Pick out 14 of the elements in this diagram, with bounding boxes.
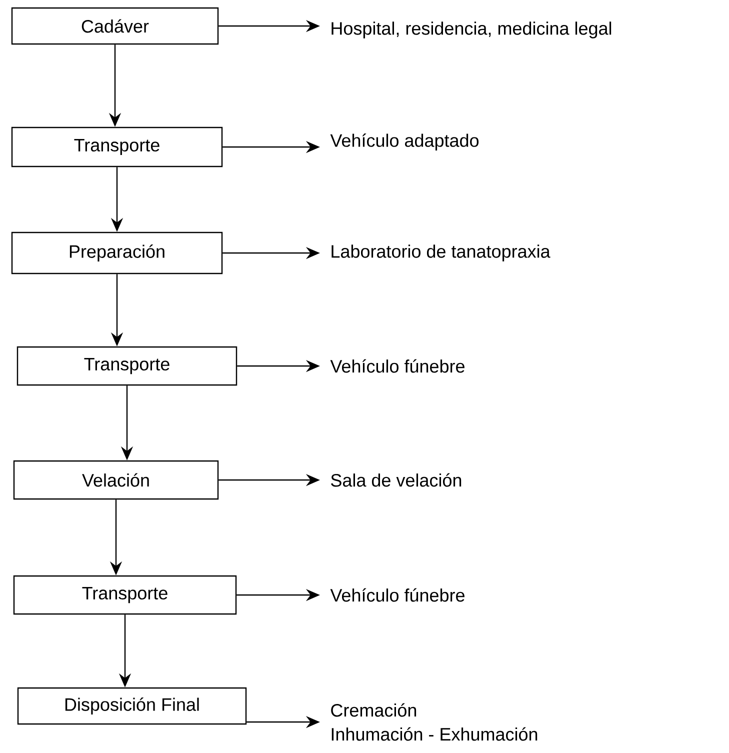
- process-box: Transporte: [13, 575, 237, 615]
- process-box: Transporte: [16, 346, 238, 386]
- process-box: Velación: [13, 460, 219, 500]
- process-box: Preparación: [11, 232, 223, 274]
- location-text: Vehículo fúnebre: [330, 588, 464, 602]
- process-box: Cadáver: [11, 7, 219, 45]
- location-text: Laboratorio de tanatopraxia: [332, 244, 550, 262]
- location-text: Vehículo adaptado: [330, 134, 479, 150]
- process-box: Disposición Final: [17, 687, 247, 725]
- location-text: Cremación Inhumación - Exhumación: [331, 703, 538, 741]
- location-text: Sala de velación: [331, 473, 462, 487]
- location-text: Vehículo fúnebre: [330, 359, 464, 373]
- process-box: Transporte: [11, 126, 223, 168]
- location-text: Hospital, residencia, medicina legal: [332, 22, 612, 38]
